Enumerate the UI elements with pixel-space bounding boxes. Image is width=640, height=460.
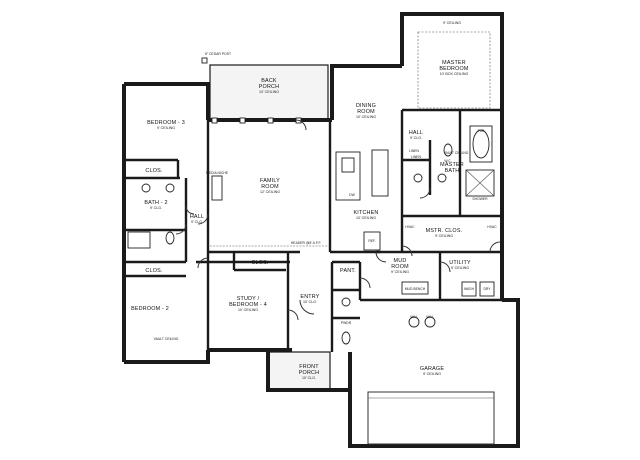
interior-walls [124,108,502,352]
hall-upper-label: HALL [409,130,423,136]
wh2-label: W.H. [426,315,433,319]
shower-label: SHOWER [472,197,488,201]
water-heater [408,316,420,328]
vault-bath-label: VAULT CEILING [444,151,469,155]
wc-label: W.C. [444,159,451,163]
front-porch-sub: 10' CLG. [302,376,316,380]
mud-room-sub: 9' CEILING [391,270,409,274]
master-toilet [443,143,453,157]
master-bedroom-label-2: BEDROOM [439,66,469,72]
clos-study-label: CLOS. [251,260,268,266]
bath2-toilet [165,231,175,245]
water-heater-2 [424,316,436,328]
bath2-sub: 9' CLG. [150,206,162,210]
family-room-label: FAMILY [260,178,280,184]
bath2-label: BATH - 2 [144,200,167,206]
master-bedroom-sub: 10' BOX CEILING [440,72,469,76]
front-porch-label-2: PORCH [299,370,319,376]
bedroom3-sub: 9' CEILING [157,126,175,130]
master-ceiling-label: 9' CEILING [443,21,461,25]
master-tub-basin [472,129,490,159]
hvac-r-label: HVAC [487,225,497,229]
bath2-sink-a [141,183,151,193]
wh-label: W.H. [410,315,417,319]
back-porch-label: BACK [261,78,277,84]
garage-sub: 9' CEILING [423,372,441,376]
master-sink-b [437,173,447,183]
cedar-label: 8" CEDAR POST [205,52,231,56]
dining-sub: 10' CEILING [356,115,376,119]
mstr-clos-sub: 9' CEILING [435,234,453,238]
mud-room-label-2: ROOM [391,264,409,270]
back-porch-sub: 10' CEILING [259,90,279,94]
fridge [363,231,381,251]
clos-bed3-label: CLOS. [145,168,162,174]
media-niche-label: MEDIA NICHE [206,171,229,175]
ref-label: REF. [368,239,375,243]
family-room-sub: 12' CEILING [260,190,280,194]
bedroom2-label: BEDROOM - 2 [131,306,169,312]
dry-label: DRY [483,287,491,291]
master-sink-a [413,173,423,183]
media-niche [211,175,223,201]
entry-label: ENTRY [300,294,319,300]
wash-label: WASH [464,287,475,291]
tub-label: TUB [478,129,486,133]
fixtures [127,125,495,345]
hall-left-label: HALL [190,214,204,220]
mud-room-label: MUD [394,258,407,264]
small-labels: CLOS. CLOS. CLOS. LINEN LINEN PANT. PWDR… [145,52,497,341]
vault-bed2-label: VAULT CEILING [154,337,179,341]
hall-left-sub: 9' CLG. [191,220,203,224]
linen-hall-label: LINEN [409,149,420,153]
pwdr-label: PWDR [341,321,352,325]
master-bedroom-label: MASTER [442,60,466,66]
front-porch-slab [267,351,331,391]
utility-sub: 9' CEILING [451,266,469,270]
bath2-sink-b [165,183,175,193]
bath2-tub [127,231,151,249]
pant-label: PANT. [340,268,356,274]
back-porch-label-2: PORCH [259,84,279,90]
entry-sub: 10' CLG. [303,300,317,304]
mud-bench [401,281,429,295]
box-ceiling-outline [417,31,491,109]
clos-bed2-label: CLOS. [145,268,162,274]
dining-label-2: ROOM [357,109,375,115]
kitchen-counter [371,149,389,197]
bench-label: MUD BENCH [405,287,426,291]
hvac-l-label: HVAC [405,225,415,229]
dryer [479,281,495,297]
front-porch-label: FRONT [299,364,319,370]
powder-toilet [341,331,351,345]
kitchen-label: KITCHEN [353,210,378,216]
family-room-label-2: ROOM [261,184,279,190]
dining-label: DINING [356,103,376,109]
study-label: STUDY / [237,296,260,302]
hall-upper-sub: 9' CLG. [410,136,422,140]
header-label: HEADER @8' A.F.F. [291,241,321,245]
master-bath-label: MASTER [440,162,464,168]
kitchen-sink [341,157,355,173]
master-bath-label-2: BATH [445,168,460,174]
doors [175,119,501,321]
study-label-2: BEDROOM - 4 [229,302,267,308]
mstr-clos-label: MSTR. CLOS. [426,228,463,234]
back-porch-slab [209,64,329,122]
washer [461,281,477,297]
bedroom3-label: BEDROOM - 3 [147,120,185,126]
dw-label: DW [349,193,355,197]
kitchen-sub: 10' CEILING [356,216,376,220]
utility-label: UTILITY [449,260,471,266]
powder-sink [341,297,351,307]
garage-label: GARAGE [420,366,444,372]
exterior-walls [122,12,520,448]
linen-bath-label: LINEN [411,155,422,159]
room-labels: 9' CEILING MASTER BEDROOM 10' BOX CEILIN… [131,21,471,380]
garage-door [367,391,495,445]
study-sub: 10' CEILING [238,308,258,312]
